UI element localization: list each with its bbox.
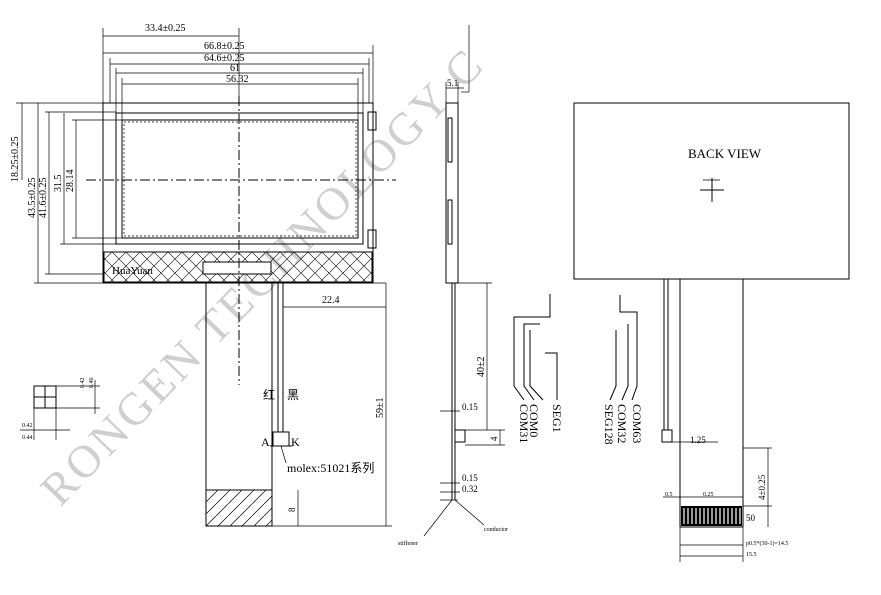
dim-w5: 56.32 — [226, 74, 249, 85]
fpc-contacts — [683, 508, 741, 524]
dim-h3: 41.6±0.25 — [38, 178, 49, 219]
pin-seg128: SEG128 — [602, 404, 616, 445]
dim-t2: 4 — [489, 436, 499, 441]
pad-dim-c: 0.42 — [22, 423, 33, 429]
pad-dim-b: 0.46 — [89, 378, 95, 389]
dim-t1: 0.15 — [462, 402, 478, 412]
connector-note: molex:51021系列 — [287, 461, 374, 475]
back-dim-d1: 1.25 — [690, 435, 706, 445]
pad-dim-d: 0.44 — [22, 435, 33, 441]
pad-dim-a: 0.42 — [80, 378, 86, 389]
back-dim-d2: 4±0.25 — [757, 474, 767, 500]
back-dim-d3: 0.5 — [665, 492, 673, 498]
conductor-label: conductor — [484, 527, 508, 533]
stiffener-label: stiffener — [398, 540, 418, 547]
pin-seg1: SEG1 — [550, 404, 564, 433]
dim-h5: 28.14 — [65, 170, 76, 193]
wire-black-label: 黑 — [287, 388, 299, 402]
dim-t3: 0.15 — [462, 473, 478, 483]
dim-h4: 31.5 — [53, 175, 64, 193]
dim-t4: 0.32 — [462, 484, 478, 494]
pin-a-label: A — [261, 435, 270, 449]
dim-thickness: 5.1 — [447, 78, 458, 88]
dim-stiff: 8 — [287, 507, 297, 512]
dim-w2: 66.8±0.25 — [204, 41, 245, 52]
dim-cable-len: 40±2 — [476, 357, 487, 378]
dim-w3: 64.6±0.25 — [204, 53, 245, 64]
back-dim-d6: p0.5*(30-1)=14.5 — [746, 540, 788, 547]
pin-com32: COM32 — [615, 404, 629, 443]
pin-diagram: COM31 COM0 SEG1 SEG128 COM32 COM63 — [513, 294, 644, 445]
back-view-label: BACK VIEW — [688, 146, 762, 161]
dim-w1: 33.4±0.25 — [145, 23, 186, 34]
dim-tail: 59±1 — [375, 398, 386, 419]
pin-com63: COM63 — [630, 404, 644, 443]
dim-cable-offset: 22.4 — [322, 295, 340, 306]
dim-h1: 18.25±0.25 — [10, 137, 21, 183]
side-view: 5.1 40±2 0.15 4 0.15 0.32 stiffener cond… — [398, 25, 508, 547]
back-view: BACK VIEW 1.25 4±0.25 50 0.5 0.25 p0.5*(… — [573, 102, 850, 562]
back-dim-d5: 50 — [746, 513, 756, 523]
back-dim-d4: 0.25 — [703, 492, 714, 498]
brand-label: HuaYuan — [112, 265, 153, 277]
dim-h2: 43.5±0.25 — [27, 178, 38, 219]
pin-k-label: K — [291, 435, 300, 449]
back-dim-d7: 15.5 — [746, 552, 757, 558]
pin-com0: COM0 — [527, 404, 541, 437]
pin-com31: COM31 — [517, 404, 531, 443]
front-view: HuaYuan 33.4±0.25 66.8±0.25 64.6±0.25 61… — [10, 23, 720, 527]
wire-red-label: 红 — [263, 387, 275, 402]
dim-w4: 61 — [230, 63, 240, 74]
